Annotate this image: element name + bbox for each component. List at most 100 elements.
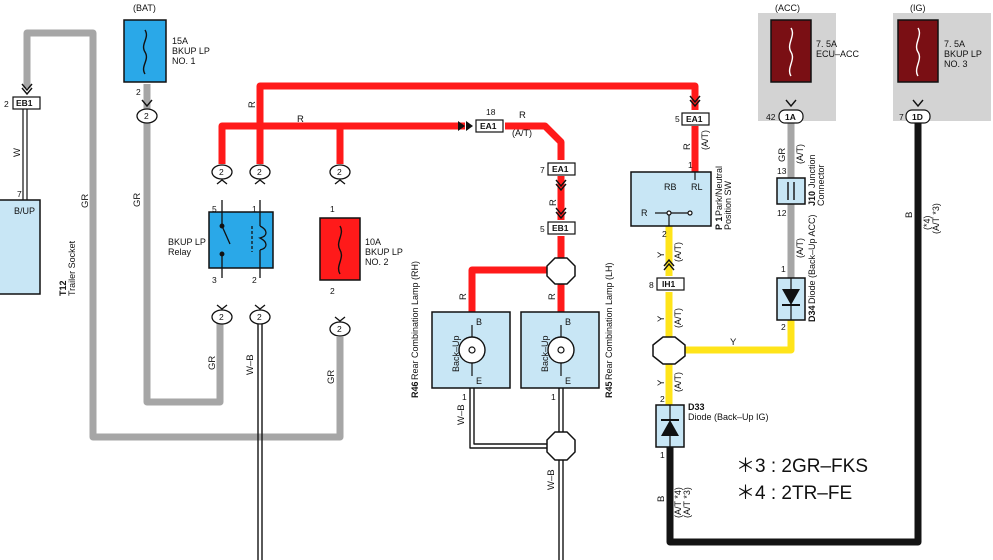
wire-label-gr-2: GR [132, 193, 143, 207]
connector-boxes [12, 96, 710, 291]
wire-label-gr-5: GR [777, 148, 788, 162]
splice-points [546, 257, 686, 461]
rear-lamp-rh-pin-b: B [476, 317, 482, 327]
pin-1-pnp: 1 [688, 160, 693, 170]
rear-lamp-rh-code: R46 [410, 381, 420, 398]
wire-label-b-2: B [656, 496, 667, 502]
note-3: ＊3 : 2GR–FKS [736, 456, 868, 477]
junction-connector-code: J10 [807, 191, 817, 206]
black-wires [257, 122, 922, 560]
fuse-ig-no: NO. 3 [944, 59, 968, 69]
pin-2-pnp: 2 [662, 229, 667, 239]
fuse-acc-name: ECU–ACC [816, 49, 860, 59]
wire-label-y-2: Y [656, 315, 667, 322]
wire-label-at-star3: (A/T *3) [682, 487, 692, 518]
park-neutral-switch [630, 171, 712, 227]
pin-5-eb1: 5 [540, 224, 545, 234]
fuse-10a-no: NO. 2 [365, 257, 389, 267]
diode-acc-code: D34 [807, 305, 817, 322]
wire-wb-rh-2 [473, 388, 548, 445]
wire-label-r-6: R [547, 293, 558, 300]
pin-1-r45: 1 [551, 392, 556, 402]
trailer-socket-code: T12 [58, 280, 68, 296]
pin-7-eb1: 7 [17, 189, 22, 199]
wire-label-wb-3: W–B [546, 469, 557, 490]
wire-label-gr-1: GR [80, 194, 91, 208]
fuse-acc-symbol [788, 27, 794, 77]
connector-ea1-top-label: EA1 [480, 121, 497, 131]
junction-label-relay-5: 2 [219, 167, 224, 177]
connector-eb1-mid-label: EB1 [552, 223, 569, 233]
rear-lamp-rh-bulb [458, 336, 486, 364]
junction-label-relay-2: 2 [257, 312, 262, 322]
pin-1-d33: 1 [660, 450, 665, 460]
wire-label-gr-4: GR [326, 370, 337, 384]
wire-label-at-6: (A/T) [795, 144, 805, 164]
fuse-ig-amp: 7. 5A [944, 39, 965, 49]
wire-label-r-7: R [682, 143, 693, 150]
pnp-code: P 1 [714, 217, 724, 230]
connector-ea1-mid [547, 162, 576, 176]
fuse-15a-symbol [142, 29, 148, 75]
fuse-15a-name: BKUP LP [172, 46, 210, 56]
fuse-15a-amp: 15A [172, 36, 188, 46]
wire-label-y-4: Y [656, 379, 667, 386]
pin-1-d34: 1 [781, 264, 786, 274]
junction-circles [136, 108, 351, 337]
wire-r-ea1 [218, 122, 465, 164]
relay-contact-symbol [219, 200, 267, 278]
wire-label-at-4: (A/T) [673, 308, 683, 328]
wire-label-at-star4: (A/T *4) [673, 487, 683, 518]
pin-7-ea1: 7 [540, 165, 545, 175]
pin-42: 42 [766, 112, 776, 122]
pin-1-relay: 1 [252, 204, 257, 214]
junction-label-relay-3: 2 [219, 312, 224, 322]
rear-lamp-rh-pin-e: E [476, 376, 482, 386]
fuse-ig-name: BKUP LP [944, 49, 982, 59]
junction-circle-labels: 2 2 2 2 2 2 2 [144, 111, 342, 334]
pin-18: 18 [486, 107, 496, 117]
wire-r-ea1-cont [505, 122, 565, 160]
wire-r-rh [468, 266, 548, 312]
diode-acc-name: Diode (Back–Up ACC) [807, 214, 817, 304]
wire-wb-rh-1 [469, 388, 548, 449]
wire-label-at-1: (A/T) [512, 128, 532, 138]
wire-label-wb-1: W–B [245, 354, 256, 375]
wire-gr-trailer [23, 29, 344, 441]
junction-connector-name-2: Connector [816, 164, 826, 206]
connector-ea1-top [475, 119, 504, 133]
connector-1d-label: 1D [912, 112, 923, 122]
pnp-name-2: Position SW [723, 180, 733, 230]
junction-connector-name-1: Junction [807, 154, 817, 188]
fuse-ig-symbol [915, 27, 921, 77]
pin-12: 12 [777, 208, 787, 218]
wire-label-y-1: Y [656, 251, 667, 258]
junction-label-bat: 2 [144, 111, 149, 121]
fuse-10a-name: BKUP LP [365, 247, 403, 257]
wire-label-r-4: R [548, 199, 559, 206]
junction-label-10a-out: 2 [337, 324, 342, 334]
pin-7-ig: 7 [899, 112, 904, 122]
pin-2-eb1: 2 [4, 99, 9, 109]
connector-ih1-label: IH1 [662, 279, 676, 289]
pnp-terminal-r: R [641, 208, 648, 218]
trailer-socket-pin: B/UP [14, 206, 35, 216]
rear-lamp-lh-pin-b: B [565, 317, 571, 327]
rear-lamp-lh-code: R45 [604, 381, 614, 398]
wire-label-y-3: Y [730, 337, 737, 348]
source-bat: (BAT) [133, 3, 156, 13]
connector-1a-label: 1A [785, 112, 796, 122]
pnp-terminal-rl: RL [691, 182, 703, 192]
pnp-name-1: Park/Neutral [714, 166, 724, 216]
wire-label-gr-3: GR [207, 356, 218, 370]
pin-5-ea1: 5 [675, 114, 680, 124]
yellow-wires [665, 226, 795, 405]
connector-ea1-mid-label: EA1 [552, 164, 569, 174]
wire-label-r-1: R [247, 101, 258, 108]
trailer-socket [0, 199, 41, 295]
wire-label-at-star3-ig: (A/T *3) [931, 203, 941, 234]
connector-ih1 [656, 277, 685, 291]
rear-lamp-lh-backup: Back–Up [540, 335, 550, 372]
wire-y-d34 [685, 320, 795, 354]
